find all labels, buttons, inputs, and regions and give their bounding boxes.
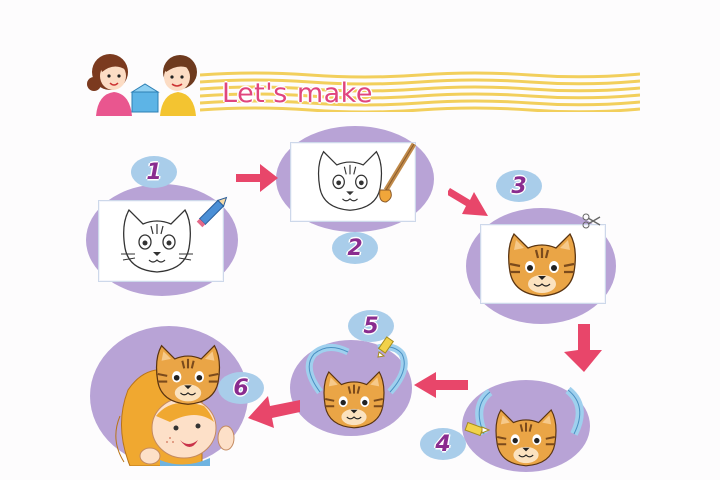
header-stripes <box>200 71 640 112</box>
step-3-badge: 3 <box>496 170 542 202</box>
arrow-step1-to-step2 <box>236 164 278 192</box>
glue-icon <box>377 336 394 358</box>
step-4-number: 4 <box>435 431 451 457</box>
cat-outline-drawing-icon <box>317 150 383 211</box>
step-5-number: 5 <box>363 313 379 339</box>
arrow-step5-to-step6 <box>248 396 300 428</box>
glue-icon <box>464 421 490 437</box>
step-5-cat-mask <box>323 371 385 429</box>
step-2-number: 2 <box>347 235 363 261</box>
page-title: Let's make <box>222 78 373 109</box>
arrow-step2-to-step3 <box>448 188 488 216</box>
step-6-number: 6 <box>233 375 249 401</box>
step-6-badge: 6 <box>218 372 264 404</box>
step-1-number: 1 <box>146 159 162 185</box>
step-4-badge: 4 <box>420 428 466 460</box>
arrow-step4-to-step5 <box>414 372 468 398</box>
cat-outline-drawing-icon <box>121 208 193 273</box>
step-3-cat-face <box>508 232 576 297</box>
two-children-crafting-icon <box>87 54 197 116</box>
step-4-cat-mask <box>495 409 557 467</box>
step-1-badge: 1 <box>131 156 177 188</box>
scissors-icon <box>582 213 601 229</box>
step-6-cat-mask <box>155 344 221 405</box>
paintbrush-icon <box>379 142 417 203</box>
step-2-badge: 2 <box>332 232 378 264</box>
pencil-icon <box>196 196 228 228</box>
arrow-step3-to-step4 <box>564 324 602 372</box>
step-3-number: 3 <box>511 173 527 199</box>
step-5-badge: 5 <box>348 310 394 342</box>
